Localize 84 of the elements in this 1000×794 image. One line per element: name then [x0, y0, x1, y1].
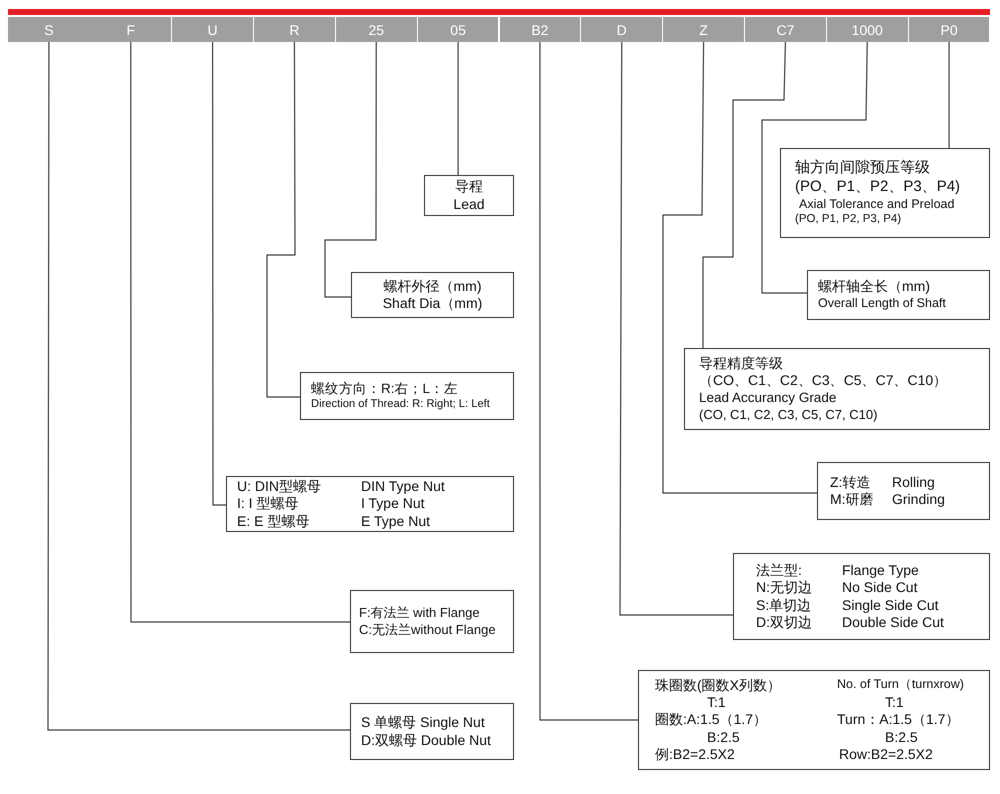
- description-text: C:无法兰without Flange: [359, 622, 496, 638]
- description-box: [424, 175, 514, 216]
- description-text: Rolling: [892, 474, 936, 491]
- description-box: [684, 348, 990, 430]
- code-segment: S: [8, 17, 90, 42]
- description-text: Row:B2=2.5X2: [838, 746, 934, 763]
- code-segment: 25: [336, 17, 417, 42]
- code-segment: C7: [745, 17, 826, 42]
- description-box: [807, 270, 990, 320]
- code-segment: R: [254, 17, 335, 42]
- description-text: (PO、P1、P2、P3、P4): [795, 178, 960, 197]
- description-box: [226, 476, 514, 532]
- code-segment: 05: [418, 17, 498, 42]
- code-segment: Z: [663, 17, 744, 42]
- description-text: S 单螺母 Single Nut: [361, 714, 485, 732]
- description-box: [638, 670, 990, 770]
- description-box: [780, 148, 990, 238]
- connector-line: [266, 42, 300, 398]
- description-text: T:1: [706, 694, 727, 712]
- description-text: E Type Nut: [361, 512, 432, 530]
- description-text: Lead: [453, 196, 485, 213]
- description-text: No. of Turn（turnxrow): [837, 677, 964, 693]
- description-text: 螺杆外径（mm): [384, 278, 482, 295]
- description-text: Turn：A:1.5（1.7）: [837, 711, 960, 729]
- connector-line: [948, 42, 950, 148]
- connector-line: [47, 42, 350, 731]
- description-text: E: E 型螺母: [237, 512, 310, 530]
- description-text: Axial Tolerance and Preload: [798, 196, 954, 212]
- description-text: No Side Cut: [842, 579, 918, 596]
- description-text: U: DIN型螺母: [237, 478, 322, 496]
- code-segment: P0: [908, 17, 990, 42]
- description-text: D:双切边: [756, 614, 813, 631]
- description-box: [817, 462, 990, 520]
- description-text: I Type Nut: [361, 495, 426, 513]
- description-text: 例:B2=2.5X2: [655, 746, 736, 763]
- description-text: 珠圈数(圈数X列数）: [655, 677, 782, 694]
- connector-line: [130, 42, 350, 623]
- description-text: 导程: [455, 178, 483, 196]
- description-text: Overall Length of Shaft: [818, 296, 946, 312]
- connector-line: [324, 42, 377, 298]
- description-text: Grinding: [892, 491, 945, 508]
- description-text: 导程精度等级: [699, 354, 783, 372]
- description-text: 螺纹方向：R:右；L：左: [311, 380, 458, 398]
- description-box: [350, 703, 514, 760]
- description-box: [350, 590, 514, 653]
- description-text: Z:转造: [830, 474, 872, 491]
- description-text: I: I 型螺母: [237, 495, 300, 513]
- connector-line: [457, 42, 459, 175]
- code-segment: F: [90, 17, 172, 42]
- description-text: Flange Type: [842, 562, 920, 580]
- description-text: 螺杆轴全长（mm): [818, 278, 930, 296]
- description-text: 圈数:A:1.5（1.7）: [655, 711, 768, 729]
- description-text: Direction of Thread: R: Right; L: Left: [311, 397, 490, 412]
- code-segment: U: [172, 17, 253, 42]
- description-text: (PO, P1, P2, P3, P4): [795, 212, 902, 227]
- description-text: T:1: [884, 694, 905, 712]
- description-text: （CO、C1、C2、C3、C5、C7、C10）: [699, 372, 948, 390]
- connector-line: [761, 42, 868, 294]
- description-text: B:2.5: [706, 728, 741, 746]
- connector-line: [539, 42, 638, 721]
- description-text: DIN Type Nut: [361, 478, 445, 496]
- description-box: [733, 553, 990, 640]
- description-text: Single Side Cut: [842, 596, 940, 614]
- code-segment: D: [581, 17, 662, 42]
- description-text: F:有法兰 with Flange: [359, 605, 480, 622]
- description-text: 轴方向间隙预压等级: [795, 159, 930, 178]
- code-segment: 1000: [826, 17, 908, 42]
- code-segment: B2: [500, 17, 580, 42]
- description-box: [300, 372, 514, 420]
- connector-line: [212, 42, 226, 506]
- description-text: Double Side Cut: [842, 614, 944, 631]
- description-text: N:无切边: [756, 579, 813, 596]
- connector-line: [662, 42, 817, 494]
- connector-line: [702, 42, 786, 348]
- description-text: (CO, C1, C2, C3, C5, C7, C10): [699, 406, 878, 424]
- description-text: Shaft Dia（mm): [382, 295, 482, 312]
- description-text: Lead Accurancy Grade: [699, 390, 836, 407]
- description-text: S:单切边: [756, 596, 812, 614]
- description-text: D:双螺母 Double Nut: [361, 732, 491, 749]
- description-box: [351, 272, 514, 318]
- connector-line: [619, 42, 733, 616]
- description-text: B:2.5: [884, 728, 919, 746]
- description-text: 法兰型:: [756, 562, 803, 580]
- description-text: M:研磨: [830, 491, 875, 508]
